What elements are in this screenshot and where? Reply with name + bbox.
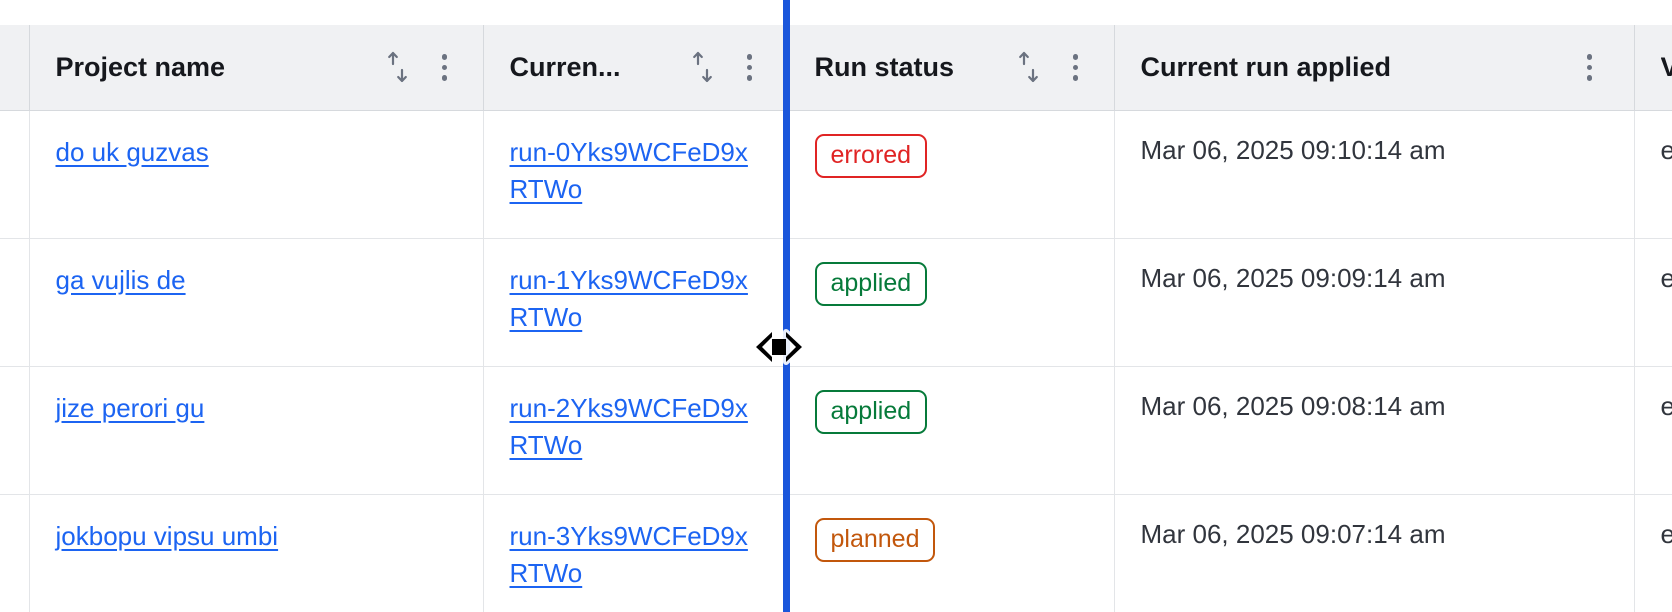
- cell-vcs: e: [1634, 366, 1672, 495]
- row-select-cell[interactable]: [0, 110, 30, 239]
- table-row[interactable]: jize perori gu run-2Yks9WCFeD9xRTWo appl…: [0, 366, 1672, 495]
- status-badge: errored: [814, 133, 928, 178]
- kebab-menu-icon[interactable]: [742, 50, 758, 84]
- column-header-project-name[interactable]: Project name: [29, 25, 484, 111]
- cell-run-status: errored: [788, 110, 1115, 239]
- column-header-current-run-label: Curren...: [509, 51, 621, 82]
- current-run-link[interactable]: run-3Yks9WCFeD9xRTWo: [509, 520, 748, 588]
- column-header-current-run-applied[interactable]: Current run applied: [1114, 25, 1635, 111]
- kebab-menu-icon[interactable]: [1068, 50, 1084, 84]
- table-row[interactable]: ga vujlis de run-1Yks9WCFeD9xRTWo applie…: [0, 238, 1672, 367]
- column-header-current-run-applied-label: Current run applied: [1140, 51, 1392, 82]
- cell-project-name: ga vujlis de: [29, 238, 484, 367]
- current-run-applied-text: Mar 06, 2025 09:10:14 am: [1140, 134, 1446, 165]
- project-name-link[interactable]: jokbopu vipsu umbi: [55, 520, 279, 551]
- cell-vcs: e: [1634, 494, 1672, 612]
- table-row[interactable]: jokbopu vipsu umbi run-3Yks9WCFeD9xRTWo …: [0, 494, 1672, 612]
- projects-table: Project name: [0, 25, 1672, 612]
- column-header-vcs[interactable]: V: [1634, 25, 1672, 111]
- cell-current-run-applied: Mar 06, 2025 09:08:14 am: [1114, 366, 1635, 495]
- projects-table-scroll-container[interactable]: Project name: [0, 25, 1672, 612]
- cell-current-run: run-1Yks9WCFeD9xRTWo: [483, 238, 789, 367]
- row-select-cell[interactable]: [0, 366, 30, 495]
- table-body: do uk guzvas run-0Yks9WCFeD9xRTWo errore…: [0, 110, 1672, 612]
- cell-current-run-applied: Mar 06, 2025 09:07:14 am: [1114, 494, 1635, 612]
- cell-current-run-applied: Mar 06, 2025 09:10:14 am: [1114, 110, 1635, 239]
- cell-current-run: run-2Yks9WCFeD9xRTWo: [483, 366, 789, 495]
- column-header-run-status-label: Run status: [814, 51, 955, 82]
- project-name-link[interactable]: ga vujlis de: [55, 264, 186, 295]
- current-run-link[interactable]: run-2Yks9WCFeD9xRTWo: [509, 392, 748, 460]
- current-run-applied-text: Mar 06, 2025 09:07:14 am: [1140, 518, 1446, 549]
- status-badge: applied: [814, 389, 928, 434]
- column-header-run-status[interactable]: Run status: [788, 25, 1115, 111]
- current-run-applied-text: Mar 06, 2025 09:09:14 am: [1140, 262, 1446, 293]
- cell-run-status: planned: [788, 494, 1115, 612]
- project-name-link[interactable]: jize perori gu: [55, 392, 205, 423]
- vcs-text: e: [1661, 135, 1672, 165]
- sort-icon[interactable]: [385, 50, 411, 84]
- kebab-menu-icon[interactable]: [1582, 50, 1598, 84]
- column-resize-indicator[interactable]: [783, 0, 790, 612]
- cell-run-status: applied: [788, 366, 1115, 495]
- cell-current-run: run-3Yks9WCFeD9xRTWo: [483, 494, 789, 612]
- column-header-project-name-label: Project name: [55, 51, 226, 82]
- vcs-text: e: [1661, 263, 1672, 293]
- current-run-link[interactable]: run-1Yks9WCFeD9xRTWo: [509, 264, 748, 332]
- row-select-cell[interactable]: [0, 494, 30, 612]
- cell-project-name: do uk guzvas: [29, 110, 484, 239]
- project-name-link[interactable]: do uk guzvas: [55, 136, 209, 167]
- vcs-text: e: [1661, 391, 1672, 421]
- status-badge: applied: [814, 261, 928, 306]
- column-header-vcs-label: V: [1661, 52, 1672, 83]
- table-row[interactable]: do uk guzvas run-0Yks9WCFeD9xRTWo errore…: [0, 110, 1672, 239]
- current-run-applied-text: Mar 06, 2025 09:08:14 am: [1140, 390, 1446, 421]
- cell-vcs: e: [1634, 110, 1672, 239]
- sort-icon[interactable]: [1016, 50, 1042, 84]
- table-header: Project name: [0, 25, 1672, 111]
- row-select-cell[interactable]: [0, 238, 30, 367]
- table-header-row: Project name: [0, 25, 1672, 111]
- column-header-select-all[interactable]: [0, 25, 30, 111]
- cell-run-status: applied: [788, 238, 1115, 367]
- cell-current-run: run-0Yks9WCFeD9xRTWo: [483, 110, 789, 239]
- cell-vcs: e: [1634, 238, 1672, 367]
- current-run-link[interactable]: run-0Yks9WCFeD9xRTWo: [509, 136, 748, 204]
- cell-project-name: jokbopu vipsu umbi: [29, 494, 484, 612]
- status-badge: planned: [814, 517, 936, 562]
- kebab-menu-icon[interactable]: [437, 50, 453, 84]
- vcs-text: e: [1661, 519, 1672, 549]
- cell-current-run-applied: Mar 06, 2025 09:09:14 am: [1114, 238, 1635, 367]
- sort-icon[interactable]: [690, 50, 716, 84]
- column-header-current-run[interactable]: Curren...: [483, 25, 789, 111]
- cell-project-name: jize perori gu: [29, 366, 484, 495]
